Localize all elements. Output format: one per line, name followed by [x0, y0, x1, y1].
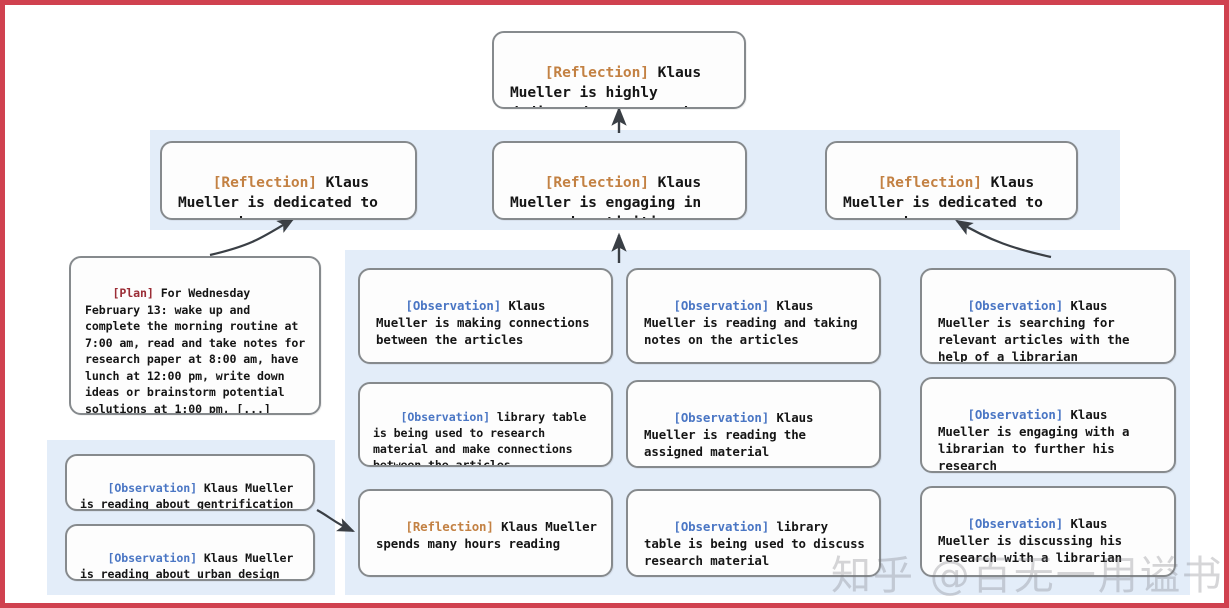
node-text: library table is being used to research …: [373, 409, 594, 467]
node-text: Klaus Mueller is highly dedicated to res…: [510, 64, 702, 107]
node-text: Klaus Mueller is reading about gentrific…: [80, 480, 301, 511]
node-text: Klaus Mueller is engaging with a librari…: [938, 407, 1137, 473]
tag-observation: [Observation]: [673, 410, 770, 426]
node-text: Klaus Mueller is searching for relevant …: [938, 298, 1137, 364]
node-text: Klaus Mueller is dedicated to research: [843, 174, 1043, 218]
tag-observation: [Observation]: [400, 409, 491, 424]
node-text: Klaus Mueller is discussing his research…: [938, 516, 1130, 566]
tag-reflection: [Reflection]: [544, 64, 649, 82]
tag-observation: [Observation]: [967, 407, 1064, 423]
tag-observation: [Observation]: [673, 298, 770, 314]
node-left-observation-2[interactable]: [Observation] Klaus Mueller is reading a…: [65, 524, 315, 581]
node-text: Klaus Mueller is reading the assigned ma…: [644, 410, 821, 460]
node-mid-reflection-2[interactable]: [Reflection] Klaus Mueller is engaging i…: [492, 141, 747, 220]
tag-observation: [Observation]: [967, 516, 1064, 532]
node-top-reflection[interactable]: [Reflection] Klaus Mueller is highly ded…: [492, 31, 746, 109]
node-col4-observation-3[interactable]: [Observation] Klaus Mueller is discussin…: [920, 486, 1176, 577]
node-col3-observation-2[interactable]: [Observation] Klaus Mueller is reading t…: [626, 380, 881, 468]
node-text: Klaus Mueller is reading about urban des…: [80, 550, 301, 581]
node-text: Klaus Mueller is dedicated to research: [178, 174, 378, 218]
tag-reflection: [Reflection]: [405, 519, 494, 535]
node-mid-reflection-1[interactable]: [Reflection] Klaus Mueller is dedicated …: [160, 141, 417, 220]
node-col4-observation-2[interactable]: [Observation] Klaus Mueller is engaging …: [920, 377, 1176, 473]
tag-reflection: [Reflection]: [212, 174, 317, 192]
node-col3-observation-1[interactable]: [Observation] Klaus Mueller is reading a…: [626, 268, 881, 364]
node-plan[interactable]: [Plan] For Wednesday February 13: wake u…: [69, 256, 321, 415]
tag-plan: [Plan]: [112, 286, 154, 301]
node-text: Klaus Mueller is making connections betw…: [376, 298, 597, 348]
node-text: Klaus Mueller spends many hours reading: [376, 519, 605, 552]
node-col4-observation-1[interactable]: [Observation] Klaus Mueller is searching…: [920, 268, 1176, 364]
node-col3-observation-3[interactable]: [Observation] library table is being use…: [626, 489, 881, 577]
node-col2-reflection[interactable]: [Reflection] Klaus Mueller spends many h…: [358, 489, 613, 577]
node-col2-observation-1[interactable]: [Observation] Klaus Mueller is making co…: [358, 268, 613, 364]
node-left-observation-1[interactable]: [Observation] Klaus Mueller is reading a…: [65, 454, 315, 511]
tag-reflection: [Reflection]: [544, 174, 649, 192]
node-text: Klaus Mueller is engaging in research ac…: [510, 174, 702, 218]
node-col2-observation-2[interactable]: [Observation] library table is being use…: [358, 382, 613, 467]
node-text: library table is being used to discuss r…: [644, 519, 873, 569]
tag-observation: [Observation]: [107, 480, 198, 495]
node-text: For Wednesday February 13: wake up and c…: [85, 286, 313, 415]
tag-reflection: [Reflection]: [877, 174, 982, 192]
tag-observation: [Observation]: [107, 550, 198, 565]
node-text: Klaus Mueller is reading and taking note…: [644, 298, 865, 348]
tag-observation: [Observation]: [967, 298, 1064, 314]
node-mid-reflection-3[interactable]: [Reflection] Klaus Mueller is dedicated …: [825, 141, 1078, 220]
tag-observation: [Observation]: [405, 298, 502, 314]
tag-observation: [Observation]: [673, 519, 770, 535]
